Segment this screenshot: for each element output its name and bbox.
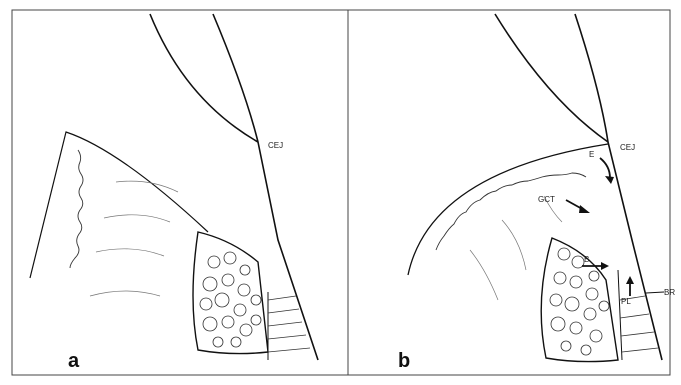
panel-a-alveolar-bone [193,232,268,354]
panel-a-epithelium-line [70,150,83,268]
panel-a-ligament-fibers [268,296,310,352]
figure-frame [12,10,670,375]
panel-a-fiber-2 [104,215,170,222]
panel-b-gct-arrowhead [579,205,590,213]
panel-b-b-arrowhead [601,262,609,270]
panel-a-gingiva-outline [30,132,208,278]
panel-b-e-arrow [600,158,610,178]
panel-b: CEJ E GCT B PL BR b [398,14,675,372]
panel-b-e-arrowhead [605,176,614,184]
panel-a-fiber-3 [96,249,164,256]
panel-a-cej-label: CEJ [268,141,283,150]
panel-b-br-label: BR [664,288,675,297]
panel-b-ligament-outer [618,270,622,360]
panel-a-bone-cells [200,252,261,347]
panel-b-fiber-1 [470,250,498,300]
panel-b-gct-label: GCT [538,195,555,204]
panel-b-fiber-2 [502,220,526,270]
panel-b-bone-cells [550,248,609,355]
panel-b-gingiva-outline [408,144,608,275]
panel-a-fiber-1 [116,181,178,192]
panel-a-fiber-4 [90,291,160,296]
panel-b-pl-arrowhead [626,276,634,284]
panel-b-b-label: B [584,255,589,264]
panel-a-letter: a [68,350,80,372]
panel-b-pl-label: PL [621,297,631,306]
panel-a-tooth-surface [213,14,318,360]
panel-b-e-label: E [589,150,594,159]
panel-a: CEJ a [30,14,318,372]
panel-a-enamel-outline [150,14,258,142]
panel-b-letter: b [398,350,410,372]
panel-b-epithelium-line [436,173,586,250]
panel-b-cej-label: CEJ [620,143,635,152]
panel-b-br-pointer [646,292,664,293]
panel-b-enamel-outline [495,14,608,142]
